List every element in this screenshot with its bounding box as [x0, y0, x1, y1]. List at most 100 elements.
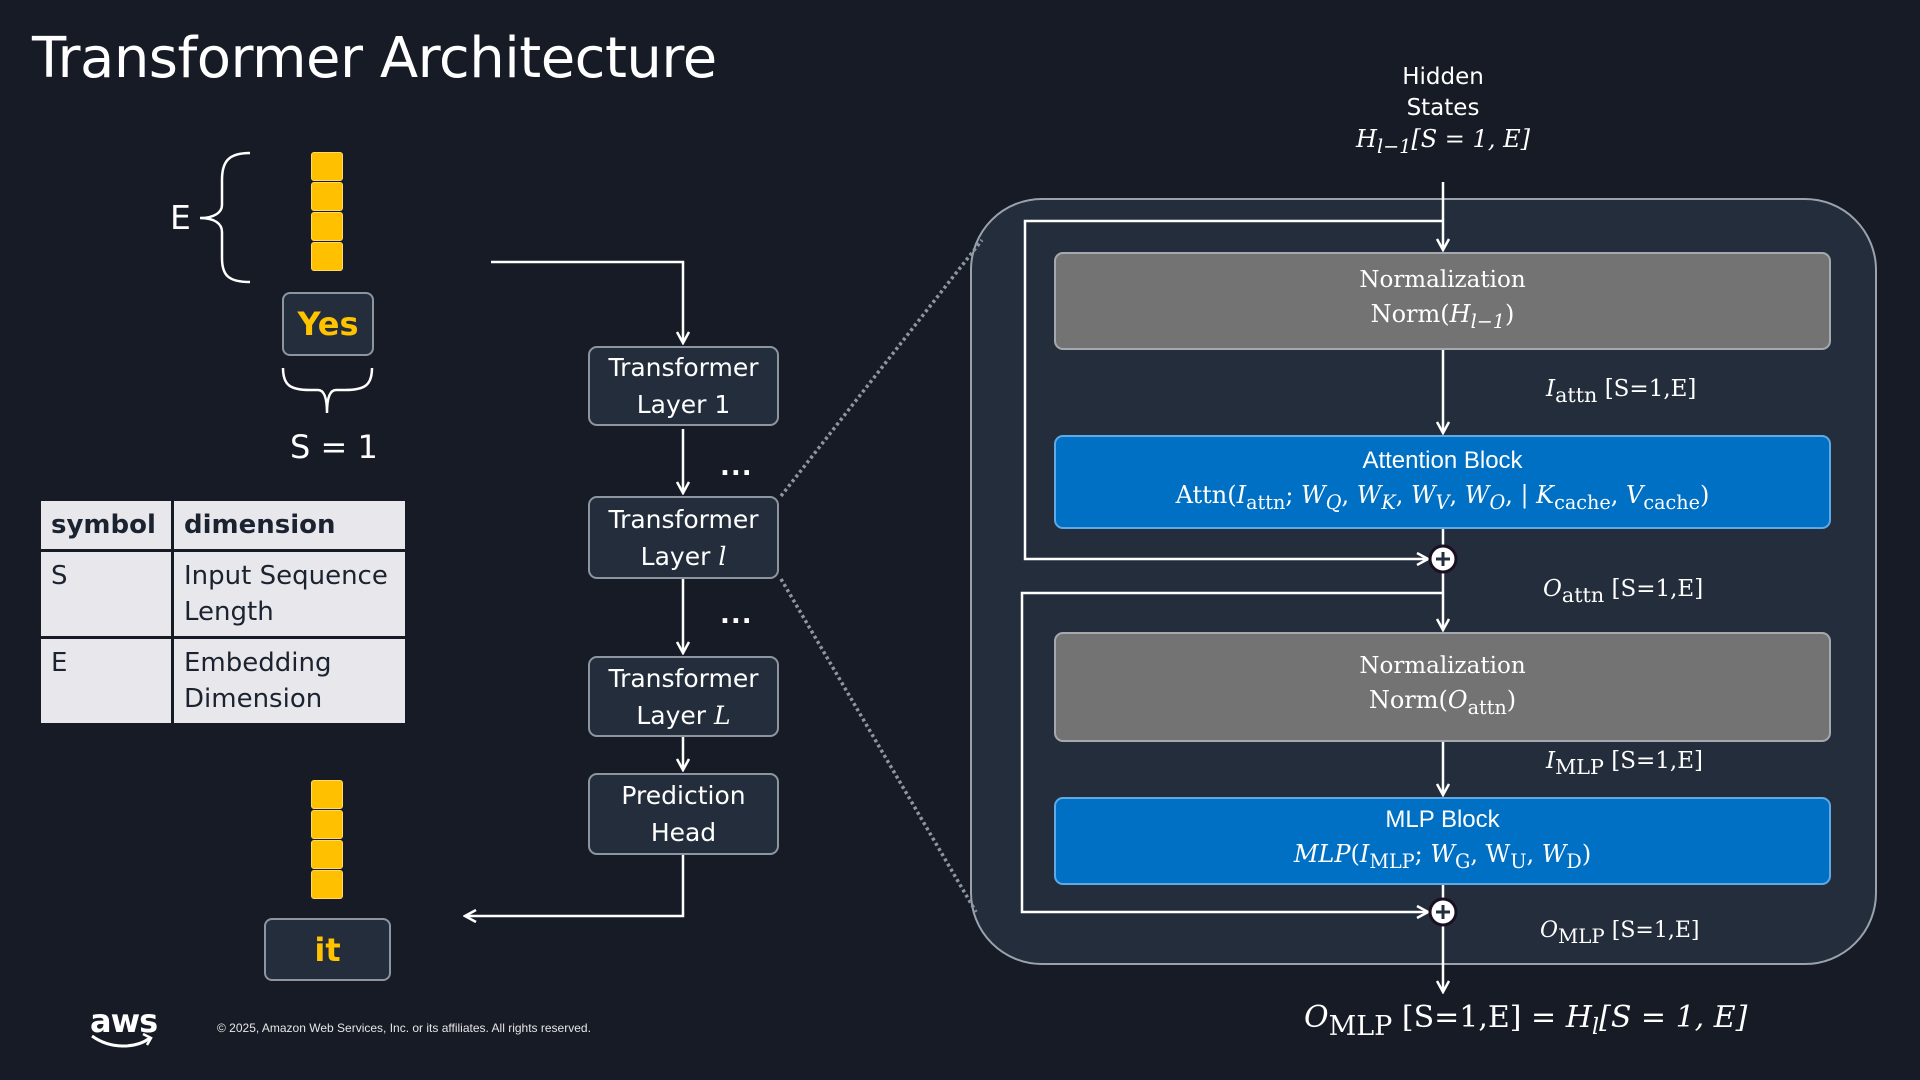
- vector-cell: [311, 212, 343, 241]
- dims: [S=1,E]: [1603, 748, 1703, 774]
- zoom-line-bottom: [779, 578, 978, 913]
- sub: MLP: [1558, 924, 1605, 948]
- ellipsis-2: ...: [720, 600, 753, 630]
- vector-cell: [311, 780, 343, 809]
- vector-cell: [311, 182, 343, 211]
- var: H: [1356, 125, 1377, 153]
- output-token: it: [264, 918, 391, 981]
- transformer-layer-l[interactable]: Transformer Layer l: [588, 496, 779, 579]
- normalization-block-1[interactable]: Normalization Norm(Hl−1): [1054, 252, 1831, 350]
- sub: MLP: [1328, 1011, 1393, 1043]
- i-attn-label: Iattn [S=1,E]: [1546, 376, 1696, 407]
- ellipsis-1: ...: [720, 452, 753, 482]
- sequence-length-label: S = 1: [290, 428, 378, 466]
- block-title: Attention Block: [1362, 447, 1523, 475]
- layer-index-line: Layer l: [641, 538, 727, 575]
- dims: [S=1,E]: [1604, 576, 1704, 602]
- var: I: [1546, 748, 1556, 774]
- aws-logo-smile: [91, 1034, 151, 1048]
- layer-word: Layer: [636, 700, 715, 730]
- vector-cell: [311, 242, 343, 271]
- mlp-block[interactable]: MLP Block MLP(IMLP; WG, WU, WD): [1054, 797, 1831, 885]
- dims: [S = 1, E]: [1411, 125, 1530, 153]
- slide-title: Transformer Architecture: [32, 26, 717, 91]
- block-title: Normalization: [1359, 653, 1526, 680]
- o-mlp-label: OMLP [S=1,E]: [1540, 918, 1699, 948]
- sub: attn: [1555, 383, 1598, 408]
- var: O: [1540, 918, 1559, 943]
- table-header-row: symbol dimension: [38, 498, 408, 552]
- layer-output-equation: OMLP [S=1,E] = Hl[S = 1, E]: [1304, 1000, 1747, 1042]
- vector-cell: [311, 870, 343, 899]
- var: O: [1304, 1000, 1329, 1035]
- layer-word: Layer: [640, 541, 719, 571]
- o-attn-label: Oattn [S=1,E]: [1543, 576, 1703, 607]
- prediction-head[interactable]: Prediction Head: [588, 773, 779, 855]
- sub: attn: [1561, 583, 1605, 608]
- dims: [S = 1, E]: [1599, 1000, 1748, 1035]
- hidden-states-label: Hidden States Hl−1[S = 1, E]: [1343, 62, 1543, 162]
- close: ): [1505, 300, 1515, 329]
- transformer-layer-1[interactable]: Transformer Layer 1: [588, 346, 779, 426]
- layer-index-line: Layer L: [636, 697, 730, 734]
- vector-cell: [311, 840, 343, 869]
- layer-label: Transformer: [608, 504, 759, 534]
- table-row: E Embedding Dimension: [38, 636, 408, 726]
- cell-dimension: Input Sequence Length: [171, 549, 408, 639]
- sub: l−1: [1470, 309, 1506, 333]
- cell-dimension: Embedding Dimension: [171, 636, 408, 726]
- residual-skip-mlp: [1020, 591, 1443, 912]
- vector-cell: [311, 152, 343, 181]
- input-embedding-vector: [311, 152, 343, 272]
- layer-index: l: [718, 541, 727, 571]
- header-dimension: dimension: [171, 498, 408, 552]
- input-arrow: [491, 260, 683, 343]
- layer-label: Transformer: [608, 353, 759, 382]
- vector-cell: [311, 810, 343, 839]
- head-label-line2: Head: [650, 818, 717, 847]
- fn: Norm(: [1368, 686, 1448, 715]
- block-title: Normalization: [1359, 267, 1526, 294]
- layer-word: Layer: [636, 390, 715, 419]
- symbol-table: symbol dimension S Input Sequence Length…: [38, 498, 408, 726]
- transformer-layer-L[interactable]: Transformer Layer L: [588, 656, 779, 737]
- normalization-block-2[interactable]: Normalization Norm(Oattn): [1054, 632, 1831, 742]
- block-formula: Norm(Oattn): [1369, 683, 1516, 725]
- embedding-dim-label: E: [170, 198, 191, 237]
- var: O: [1543, 576, 1562, 602]
- dims: [S=1,E] =: [1392, 1000, 1566, 1035]
- dims: [S=1,E]: [1597, 376, 1697, 402]
- block-formula: MLP(IMLP; WG, WU, WD): [1293, 840, 1592, 873]
- residual-skip-attn: [1023, 219, 1443, 559]
- var: H: [1565, 1000, 1592, 1035]
- table-row: S Input Sequence Length: [38, 549, 408, 639]
- input-token: Yes: [282, 292, 374, 356]
- block-title: MLP Block: [1385, 806, 1500, 834]
- embedding-brace: [199, 151, 251, 284]
- var: I: [1546, 376, 1556, 402]
- hidden-states-formula: Hl−1[S = 1, E]: [1343, 124, 1543, 162]
- sub: l: [1591, 1013, 1600, 1040]
- output-embedding-vector: [311, 780, 343, 900]
- hidden-line2: States: [1406, 95, 1480, 121]
- cell-symbol: S: [38, 549, 174, 639]
- block-formula: Attn(Iattn; WQ, WK, WV, WO, | Kcache, Vc…: [1175, 481, 1710, 514]
- var: O: [1447, 686, 1468, 715]
- output-arrow: [465, 855, 685, 916]
- head-label-line1: Prediction: [621, 781, 746, 810]
- layer-index-line: Layer 1: [637, 386, 731, 423]
- var: H: [1449, 300, 1471, 329]
- layer-index: L: [714, 700, 731, 730]
- copyright-text: © 2025, Amazon Web Services, Inc. or its…: [217, 1021, 591, 1035]
- layer-label: Transformer: [608, 663, 759, 693]
- add-node-mlp-icon: [1428, 897, 1458, 927]
- sub: l−1: [1376, 134, 1412, 158]
- zoom-line-top: [779, 238, 984, 498]
- attention-block[interactable]: Attention Block Attn(Iattn; WQ, WK, WV, …: [1054, 435, 1831, 529]
- aws-logo: aws: [90, 1002, 158, 1040]
- layer-index: 1: [714, 390, 731, 419]
- add-node-attn-icon: [1428, 544, 1458, 574]
- sub: MLP: [1555, 755, 1604, 780]
- close: ): [1506, 686, 1517, 715]
